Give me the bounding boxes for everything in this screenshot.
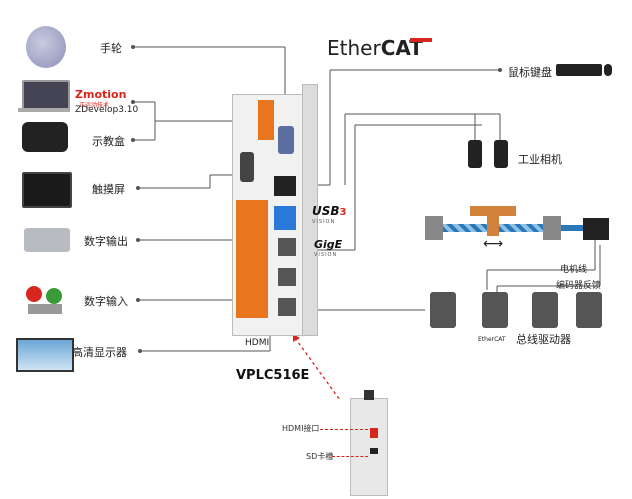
serial-port-2 [240,152,254,182]
usb-ports [274,176,296,196]
sd-slot-label: SD卡槽 [306,452,334,461]
mouse-keyboard-label: 鼠标键盘 [508,66,552,79]
hdmi-port-label: HDMI接口 [282,424,320,433]
ethercat-logo-text: Ether [327,36,381,60]
motor-line-label: 电机线 [560,265,588,275]
usb3-logo-sup: 3 [339,207,347,218]
conveyor-right-block [543,216,561,240]
button-red-icon [26,286,42,302]
laptop-base [18,108,70,112]
side-view-top-cap [364,390,374,400]
conveyor-shaft [561,225,583,231]
usb3-logo-sub: VISION [312,219,336,225]
servo-drive-4 [576,292,602,328]
conveyor-left-block [425,216,443,240]
teach-pendant-label: 示教盒 [92,135,125,148]
zmotion-sublabel: 正运动技术 [79,102,110,109]
ethernet-port-2 [278,268,296,286]
handwheel-image [26,26,66,68]
hd-display-label: 高清显示器 [72,346,127,359]
top-terminal-block [258,100,274,140]
bus-drive-prefix: EtherCAT [478,336,506,343]
teach-pendant-image [22,122,68,152]
gige-logo-text: GigE [314,238,343,251]
laptop-image [22,80,70,112]
io-terminal-block [236,200,268,318]
gige-vision-logo: GigE VISION [314,233,342,258]
industrial-camera-label: 工业相机 [518,153,562,166]
mouse-image [604,64,612,76]
servo-drive-2 [482,292,508,328]
usb3-logo-text: USB [312,204,340,218]
slider-t-block [470,206,516,216]
touch-screen-label: 触摸屏 [92,183,125,196]
hd-display-image [16,338,74,372]
digital-output-image [24,228,70,252]
hdmi-label: HDMI [245,338,270,348]
servo-drive-1 [430,292,456,328]
ethernet-port-3 [278,298,296,316]
ethercat-logo: EtherCAT [327,36,423,60]
slider-stem [487,216,499,236]
usb3-ports [274,206,296,230]
hdmi-port-pointer [320,429,368,430]
servo-drive-3 [532,292,558,328]
gige-logo-sub: VISION [314,252,338,258]
controller-model: VPLC516E [236,368,310,383]
digital-output-label: 数字输出 [84,235,128,248]
button-green-icon [46,288,62,304]
button-base [28,304,62,314]
ethernet-port-1 [278,238,296,256]
serial-port [278,126,294,154]
side-view-image [350,398,388,496]
motor-image [583,218,609,240]
double-arrow-icon: ⟷ [483,236,504,252]
touch-screen-image [22,172,72,208]
camera-1-image [468,140,482,168]
controller-side [302,84,318,336]
sd-slot-pointer [332,456,368,457]
digital-input-label: 数字输入 [84,295,128,308]
bus-drive-label: 总线驱动器 [516,333,571,346]
encoder-feedback-label: 编码器反馈 [556,281,602,291]
camera-2-image [494,140,508,168]
keyboard-image [556,64,602,76]
hdmi-port-marker [370,428,378,438]
zmotion-logo: Zmotion [75,88,127,101]
ethercat-arrow-icon [410,38,432,42]
handwheel-label: 手轮 [100,42,122,55]
usb3-vision-logo: USB3 VISION [312,200,347,225]
sd-slot-marker [370,448,378,454]
zdevelop-label: ZDevelop3.10 [75,105,139,115]
